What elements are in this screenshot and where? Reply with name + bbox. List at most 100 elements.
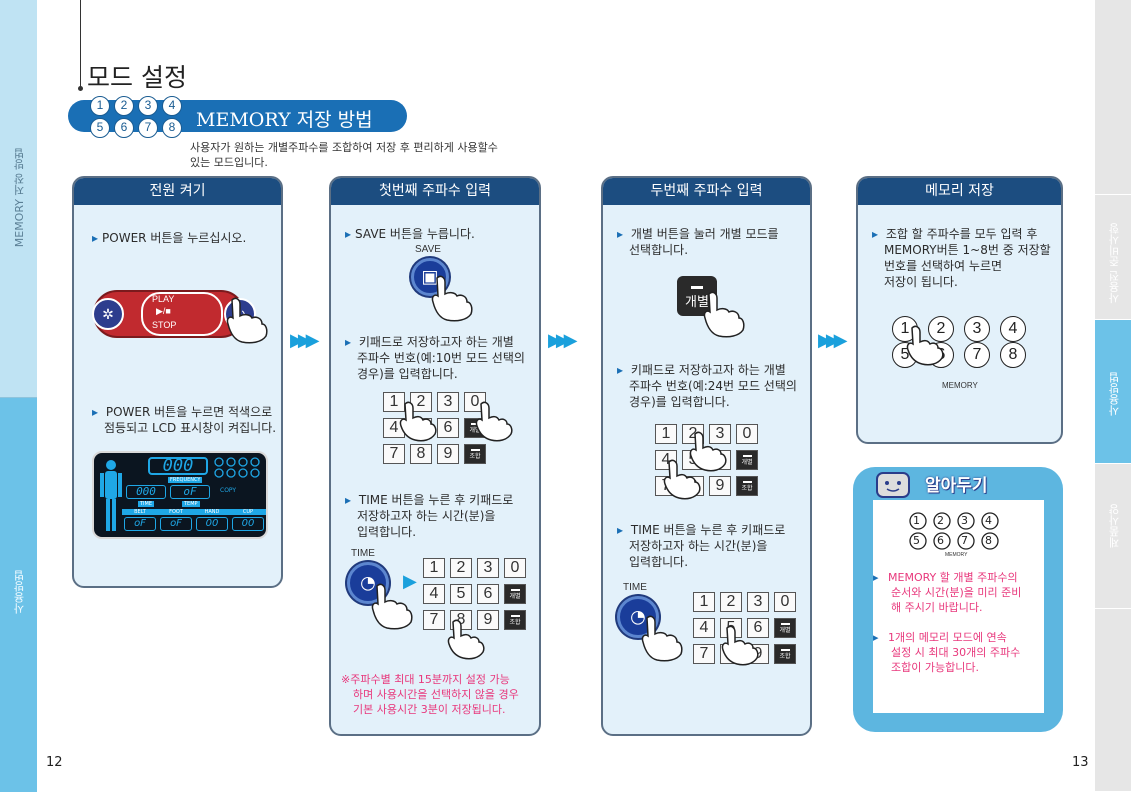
keypad-key[interactable]: 0 xyxy=(736,424,758,444)
memory-number: 3 xyxy=(961,514,968,527)
memory-number: 5 xyxy=(913,534,920,547)
sidebar-section-upper xyxy=(0,0,37,398)
text-line: 경우)를 입력합니다. xyxy=(357,367,458,381)
lcd-bottom-row: BELT FOOT HAND CUP oF oF 00 00 xyxy=(122,509,266,535)
right-sidebar: 사용전 준비사항 사용방법 제품사양 xyxy=(1095,0,1131,792)
keypad-key[interactable]: 0 xyxy=(774,592,796,612)
keypad-combine-key[interactable]: 조합 xyxy=(504,610,526,630)
right-tab-blank-bottom xyxy=(1095,609,1131,792)
hand-pointer-icon xyxy=(663,459,701,500)
clock-icon: ◔ xyxy=(360,572,376,594)
right-tab-usage[interactable]: 사용방법 xyxy=(1095,320,1131,464)
memory-button[interactable]: 8 xyxy=(1000,342,1026,368)
right-tab-blank xyxy=(1095,0,1131,195)
title-vertical-line xyxy=(80,0,81,90)
keypad-key[interactable]: 4 xyxy=(423,584,445,604)
keypad-key[interactable]: 9 xyxy=(437,444,459,464)
mascot-icon xyxy=(876,472,910,498)
lcd-temp-value: oF xyxy=(170,485,210,499)
keypad-individual-key[interactable]: 개별 xyxy=(736,450,758,470)
keypad-key[interactable]: 5 xyxy=(450,584,472,604)
keypad-key[interactable]: 7 xyxy=(383,444,405,464)
text-line: 번호를 선택하여 누르면 xyxy=(884,259,1003,273)
memory-number: 1 xyxy=(913,514,920,527)
keypad-key[interactable]: 2 xyxy=(720,592,742,612)
keypad-key[interactable]: 6 xyxy=(747,618,769,638)
memory-circle: 7 xyxy=(138,118,158,138)
panel-step-text: 키패드로 저장하고자 하는 개별 주파수 번호(예:24번 모드 선택의 경우)… xyxy=(617,362,810,410)
keypad-combine-key[interactable]: 조합 xyxy=(736,476,758,496)
text-line: 입력합니다. xyxy=(357,525,417,539)
lcd-hand-label: HAND xyxy=(194,509,230,515)
hand-pointer-icon xyxy=(703,291,745,338)
individual-button-bar xyxy=(691,286,703,289)
text-line: 키패드로 저장하고자 하는 개별 xyxy=(630,363,786,377)
keypad-combine-key[interactable]: 조합 xyxy=(774,644,796,664)
memory-button[interactable]: 4 xyxy=(1000,316,1026,342)
memory-circle: 8 xyxy=(162,118,182,138)
hand-pointer-icon xyxy=(447,619,485,660)
play-stop-symbol: ▶/■ xyxy=(156,306,171,316)
text-line: 저장하고자 하는 시간(분)을 xyxy=(629,539,768,553)
keypad-key[interactable]: 8 xyxy=(410,444,432,464)
panel-title: 메모리 저장 xyxy=(858,178,1061,205)
right-tab-specs[interactable]: 제품사양 xyxy=(1095,464,1131,609)
keypad-key[interactable]: 9 xyxy=(477,610,499,630)
panel-step-text: POWER 버튼을 누르십시오. xyxy=(92,230,281,246)
memory-number: 6 xyxy=(937,534,944,547)
keypad-key[interactable]: 2 xyxy=(450,558,472,578)
keypad-key[interactable]: 7 xyxy=(423,610,445,630)
panel-step-text: 조합 할 주파수를 모두 입력 후 MEMORY버튼 1~8번 중 저장할 번호… xyxy=(872,226,1061,290)
keypad-individual-key[interactable]: 개별 xyxy=(504,584,526,604)
keypad-key[interactable]: 6 xyxy=(477,584,499,604)
memory-number: 7 xyxy=(961,534,968,547)
tip-memory-numbers: 1 2 3 4 5 6 7 8 xyxy=(907,512,1003,552)
keypad-key[interactable]: 0 xyxy=(504,558,526,578)
keypad-key[interactable]: 9 xyxy=(709,476,731,496)
keypad-key[interactable]: 1 xyxy=(655,424,677,444)
lcd-memory-circles xyxy=(214,457,264,479)
lcd-main-value: 000 xyxy=(148,457,208,475)
text-line: 1개의 메모리 모드에 연속 xyxy=(888,631,1007,644)
text-line: ※주파수별 최대 15분까지 설정 가능 xyxy=(341,673,510,686)
text-line: TIME 버튼을 누른 후 키패드로 xyxy=(358,493,514,507)
hand-pointer-icon xyxy=(641,615,683,662)
keypad-key[interactable]: 4 xyxy=(693,618,715,638)
text-line: 설정 시 최대 30개의 주파수 xyxy=(891,646,1021,659)
memory-button[interactable]: 2 xyxy=(928,316,954,342)
keypad-combine-key[interactable]: 조합 xyxy=(464,444,486,464)
hand-pointer-icon xyxy=(226,297,268,344)
keypad-individual-key[interactable]: 개별 xyxy=(774,618,796,638)
lcd-foot-value: oF xyxy=(160,517,192,531)
keypad-key[interactable]: 7 xyxy=(693,644,715,664)
right-tab-preparation[interactable]: 사용전 준비사항 xyxy=(1095,195,1131,320)
right-tab-specs-label: 제품사양 xyxy=(1108,504,1121,548)
keypad-key[interactable]: 6 xyxy=(437,418,459,438)
keypad-key[interactable]: 3 xyxy=(477,558,499,578)
memory-button[interactable]: 3 xyxy=(964,316,990,342)
text-line: POWER 버튼을 누르면 적색으로 xyxy=(105,405,273,419)
memory-number-circles: 1 2 3 4 5 6 7 8 xyxy=(90,96,184,140)
tip-text: 1개의 메모리 모드에 연속 설정 시 최대 30개의 주파수 조합이 가능합니… xyxy=(873,630,1044,675)
sidebar-lower-label: 사용방법 xyxy=(13,570,26,614)
keypad-key[interactable]: 2 xyxy=(410,392,432,412)
lcd-foot-label: FOOT xyxy=(158,509,194,515)
memory-button[interactable]: 7 xyxy=(964,342,990,368)
page-title: 모드 설정 xyxy=(87,63,187,92)
keypad-key[interactable]: 3 xyxy=(437,392,459,412)
tip-content: 1 2 3 4 5 6 7 8 MEMORY MEMORY 할 개별 주파수의 … xyxy=(873,500,1044,713)
keypad-key[interactable]: 1 xyxy=(383,392,405,412)
keypad: 1 2 3 0 4 5 6 개별 7 8 9 조합 xyxy=(423,558,533,632)
sidebar-section-lower xyxy=(0,398,37,792)
panel-memory-save: 메모리 저장 조합 할 주파수를 모두 입력 후 MEMORY버튼 1~8번 중… xyxy=(856,176,1063,444)
text-line: MEMORY 할 개별 주파수의 xyxy=(888,571,1018,584)
keypad-key[interactable]: 3 xyxy=(709,424,731,444)
keypad-key[interactable]: 1 xyxy=(693,592,715,612)
keypad-key[interactable]: 1 xyxy=(423,558,445,578)
panel-first-frequency: 첫번째 주파수 입력 SAVE 버튼을 누릅니다. SAVE ▣ 키패드로 저장… xyxy=(329,176,541,736)
panel-power-on: 전원 켜기 POWER 버튼을 누르십시오. ✲ ⏻ PLAY ▶/■ STOP… xyxy=(72,176,283,588)
hand-pointer-icon xyxy=(721,625,759,666)
text-line: 하며 사용시간을 선택하지 않을 경우 xyxy=(353,688,519,701)
keypad-key[interactable]: 3 xyxy=(747,592,769,612)
memory-circle: 2 xyxy=(114,96,134,116)
